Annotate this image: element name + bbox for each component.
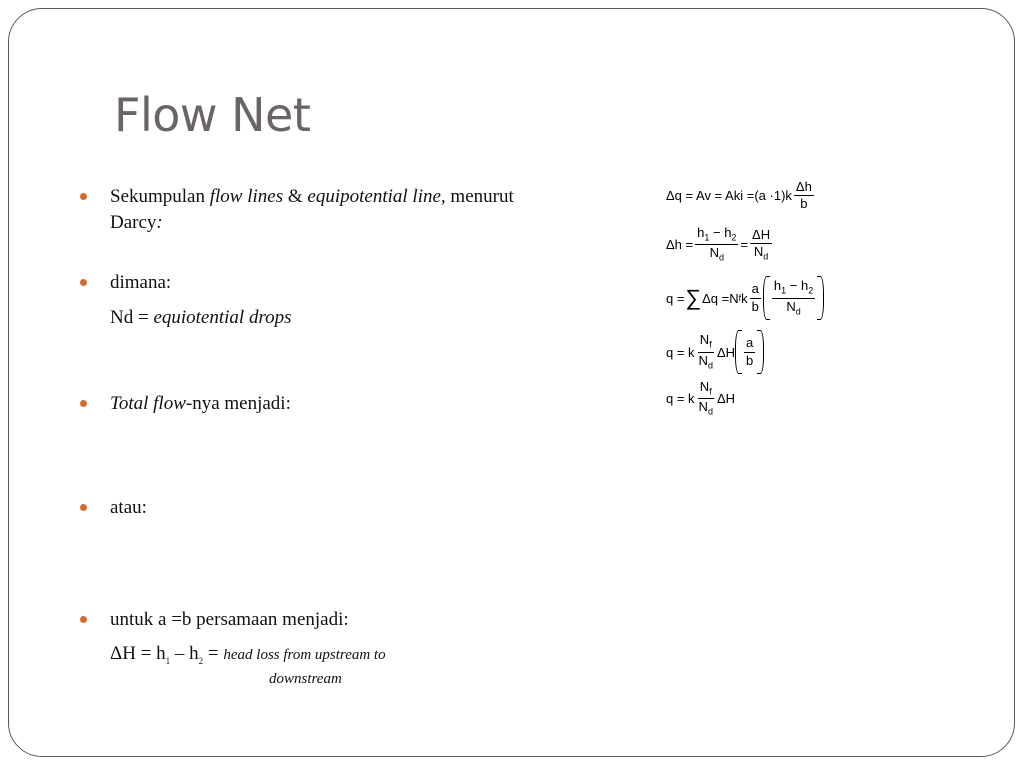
bullet-5-text: untuk a =b persamaan menjadi:: [110, 609, 349, 630]
slide-frame: [8, 8, 1015, 757]
bullet-dot: [80, 504, 87, 511]
bullet-dot: [80, 400, 87, 407]
bullet-3-text: Total flow-nya menjadi:: [110, 393, 291, 414]
bullet-5-sub: ΔH = h1 – h2 = head loss from upstream t…: [110, 643, 386, 666]
bullet-dot: [80, 193, 87, 200]
bullet-2-sub: Nd = equiotential drops: [110, 307, 292, 328]
bullet-5-sub-line2: downstream: [269, 671, 342, 687]
slide-title: Flow Net: [114, 88, 311, 142]
bullet-dot: [80, 616, 87, 623]
bullet-4-text: atau:: [110, 497, 147, 518]
bullet-1-line2: Darcy:: [110, 212, 163, 233]
bullet-2-text: dimana:: [110, 272, 172, 293]
bullet-1-text: Sekumpulan flow lines & equipotential li…: [110, 186, 514, 207]
bullet-dot: [80, 279, 87, 286]
